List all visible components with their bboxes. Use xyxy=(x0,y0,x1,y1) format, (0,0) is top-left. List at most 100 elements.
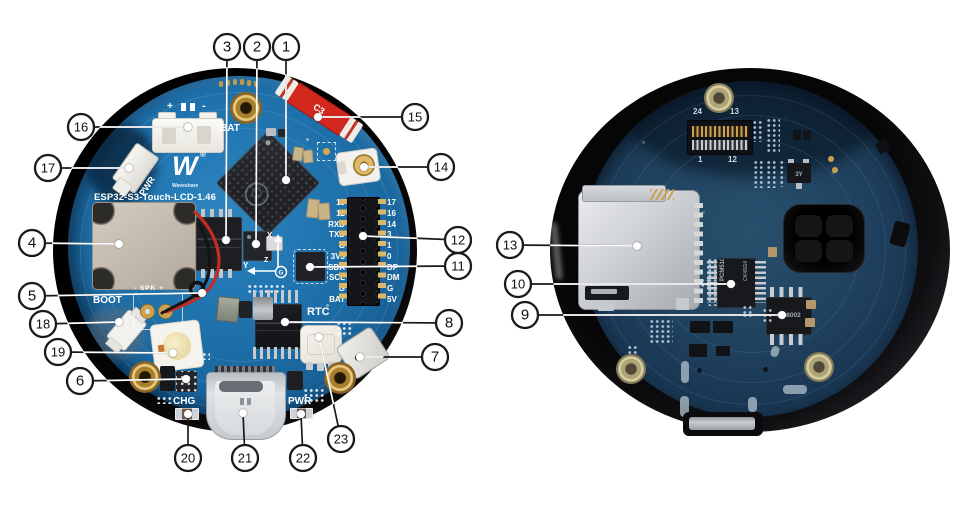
screw-standoff-back xyxy=(616,354,646,384)
sot23-regulator: 3Y xyxy=(787,159,811,189)
callout-6-circle xyxy=(65,366,95,396)
tf-slot-lever xyxy=(585,286,629,300)
callout-3-target-dot xyxy=(221,235,231,245)
capacitor xyxy=(806,300,816,309)
footprint-grid xyxy=(303,388,325,402)
callout-8-target-dot xyxy=(280,317,290,327)
via xyxy=(326,304,329,307)
gpio-header xyxy=(347,197,380,306)
callout-13-circle xyxy=(495,230,525,260)
header-pin-label-right-2: 14 xyxy=(387,219,396,229)
bat-label: BAT xyxy=(220,123,240,134)
spk-pad xyxy=(140,304,155,319)
tf-slot-wire xyxy=(650,189,674,200)
callout-15-number: 15 xyxy=(408,110,422,125)
usb-shell-mark xyxy=(240,398,244,405)
callout-17-target-dot xyxy=(124,163,134,173)
callout-12-target-dot xyxy=(358,231,368,241)
header-pads-right xyxy=(378,199,386,304)
callout-9-target-dot xyxy=(777,310,787,320)
plated-slot xyxy=(748,397,757,412)
callout-10-number: 10 xyxy=(511,277,525,292)
header-pin-label-left-3: TXD xyxy=(329,230,345,240)
holder-leg xyxy=(306,362,313,370)
callout-1-number: 1 xyxy=(282,39,290,56)
callout-22-target-dot xyxy=(296,409,306,419)
callout-18-target-dot xyxy=(114,317,124,327)
footprint-grid xyxy=(649,319,673,345)
via xyxy=(702,211,705,214)
capacitor xyxy=(805,318,815,327)
callout-14-target-dot xyxy=(359,162,369,172)
callout-16-target-dot xyxy=(183,122,193,132)
header-pin-label-left-9: BAT xyxy=(329,294,345,304)
tf-slot-tab xyxy=(676,298,689,310)
callout-5-circle xyxy=(17,281,47,311)
footprint-grid xyxy=(156,396,172,404)
transistor xyxy=(713,321,733,333)
callout-14-circle xyxy=(426,152,456,182)
capacitor xyxy=(278,129,287,137)
callout-4-target-dot xyxy=(114,239,124,249)
header-pin-label-right-7: DM xyxy=(387,273,400,283)
callout-23-target-dot xyxy=(314,332,324,342)
callout-4-number: 4 xyxy=(28,235,36,252)
callout-22-number: 22 xyxy=(296,451,310,466)
via xyxy=(763,367,768,372)
callout-19-circle xyxy=(43,337,73,367)
callout-12-circle xyxy=(443,225,473,255)
transistor xyxy=(287,371,303,390)
gold-dot xyxy=(828,156,834,162)
screw-standoff xyxy=(129,361,161,393)
footprint-grid xyxy=(753,160,763,188)
callout-11-line-onboard xyxy=(309,265,418,268)
rtc-battery-holder xyxy=(300,325,342,364)
callout-16-number: 16 xyxy=(74,120,88,135)
callout-5-number: 5 xyxy=(28,288,36,305)
callout-21-target-dot xyxy=(238,408,248,418)
axis-indicator: X Y Z G xyxy=(243,231,288,279)
plated-slot xyxy=(680,396,689,417)
callout-8-line-onboard xyxy=(284,321,418,324)
callout-21-circle xyxy=(230,443,260,473)
callout-18-circle xyxy=(28,309,58,339)
lcd-module xyxy=(92,202,196,290)
via xyxy=(697,368,702,373)
plated-slot xyxy=(783,385,807,394)
transistor xyxy=(689,344,707,357)
flash-chip-legs xyxy=(201,209,235,218)
callout-7-number: 7 xyxy=(431,349,439,366)
callout-14-number: 14 xyxy=(434,160,448,175)
callout-9-number: 9 xyxy=(521,307,529,324)
capacitor xyxy=(253,297,273,320)
header-pin-label-right-8: G xyxy=(387,284,394,294)
fpc-pin-12-label: 12 xyxy=(728,155,737,164)
castellation-pad xyxy=(219,81,223,87)
bat-plus-mark: + xyxy=(167,101,173,112)
small-ic xyxy=(793,130,801,140)
castellation-pad xyxy=(233,79,237,85)
callout-3-circle xyxy=(212,32,242,62)
small-ic xyxy=(716,346,730,356)
header-pin-label-right-5: 0 xyxy=(387,251,392,261)
callout-2-number: 2 xyxy=(253,39,261,56)
callout-21-number: 21 xyxy=(238,451,252,466)
header-pin-label-right-4: 1 xyxy=(387,241,392,251)
callout-19-number: 19 xyxy=(51,345,65,360)
fpc-pin-1-label: 1 xyxy=(698,155,703,164)
castellation-pad xyxy=(240,79,244,85)
callout-22-circle xyxy=(288,443,318,473)
footprint-grid xyxy=(766,160,776,188)
usb-edge xyxy=(689,417,755,430)
header-pin-label-right-0: 17 xyxy=(387,198,396,207)
header-pin-label-left-5: 3V3 xyxy=(330,251,345,261)
callout-17-number: 17 xyxy=(41,161,55,176)
callout-13-target-dot xyxy=(632,241,642,251)
callout-12-line-onboard xyxy=(362,235,418,241)
usb-shell-mark xyxy=(247,398,251,405)
callout-13-line-onboard xyxy=(550,244,638,247)
callout-6-number: 6 xyxy=(76,373,84,390)
tf-slot-tab xyxy=(598,303,614,311)
